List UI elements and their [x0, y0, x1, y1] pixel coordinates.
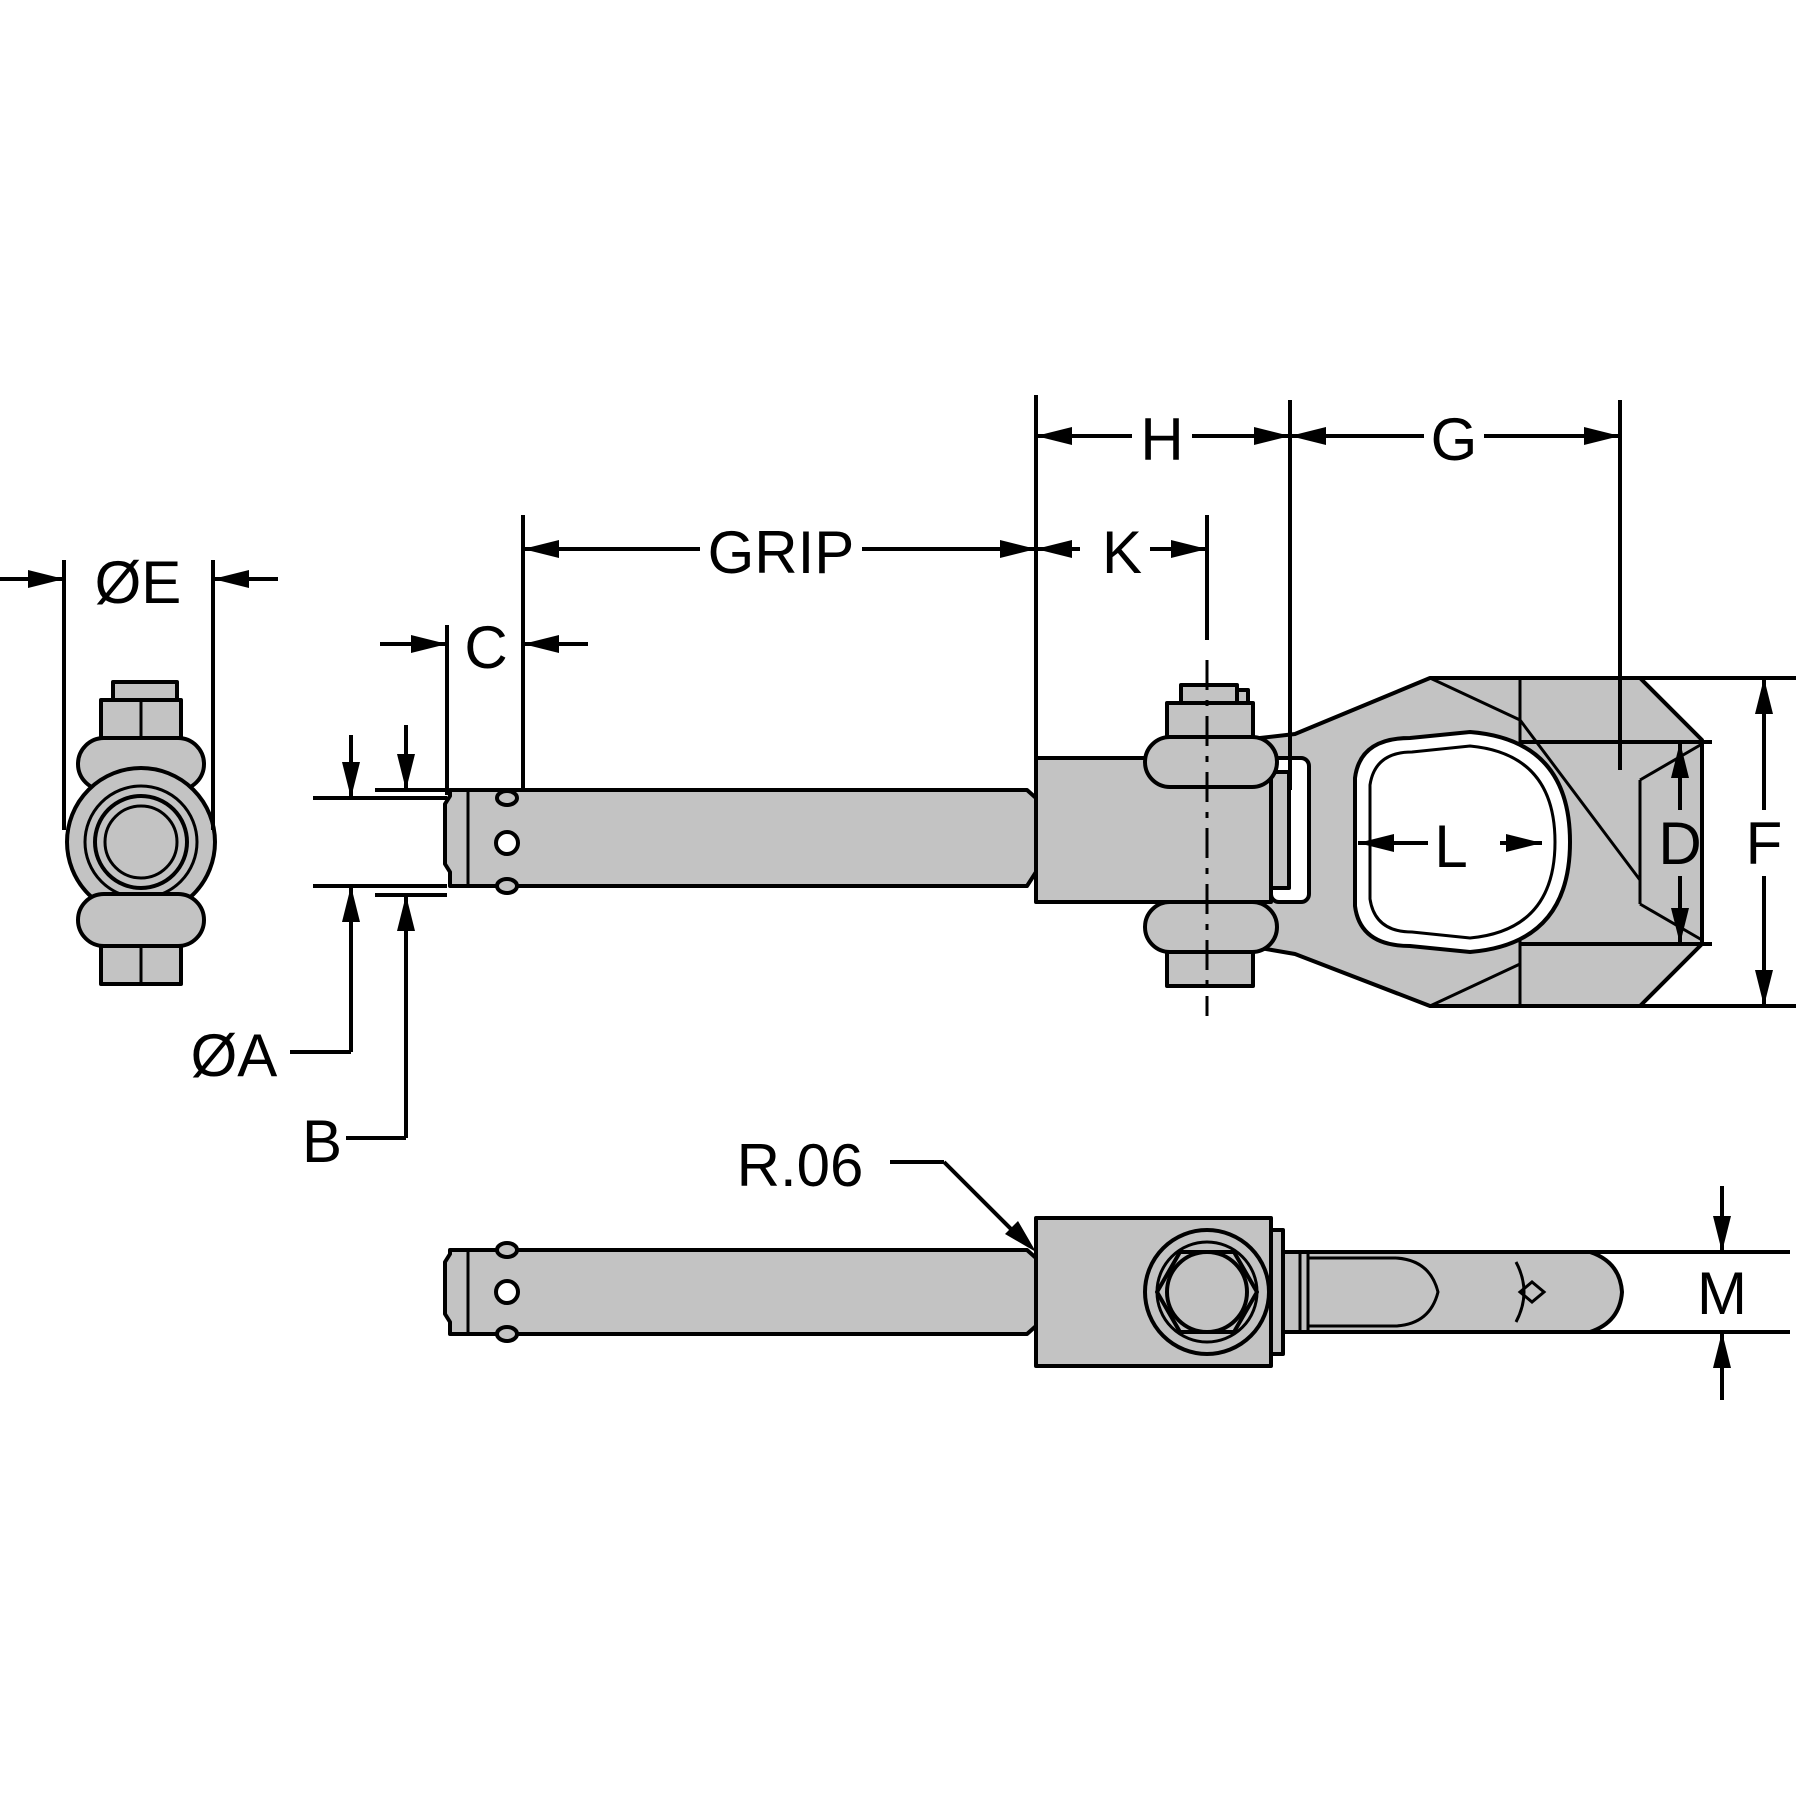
front-view-top-washer	[1143, 735, 1279, 789]
dim-label-dia-a: ØA	[191, 1022, 278, 1089]
dim-label-f: F	[1746, 810, 1783, 877]
end-view-bottom-washer	[76, 892, 206, 948]
front-view-pin-hole	[494, 830, 520, 856]
end-view-bolt	[93, 794, 189, 890]
front-view-eye-opening	[1353, 729, 1573, 955]
top-view-pin-hole	[494, 1279, 520, 1305]
top-view: R.06 M	[443, 1132, 1790, 1400]
front-view-nut-cap	[1179, 683, 1239, 705]
dim-label-d: D	[1658, 810, 1701, 877]
dim-label-radius: R.06	[737, 1132, 864, 1199]
front-view-rod	[443, 788, 1038, 888]
end-view-top-nut-cap	[111, 680, 179, 702]
top-view-clevis-tongue	[1268, 1250, 1624, 1334]
dim-label-dia-e: ØE	[95, 549, 182, 616]
front-view: C GRIP K H G L	[191, 395, 1796, 1175]
front-view-top-nut	[1165, 701, 1255, 739]
top-view-rod	[443, 1248, 1038, 1336]
top-view-bolt	[1165, 1250, 1249, 1334]
end-view: ØE	[0, 549, 278, 986]
front-view-bottom-washer	[1143, 900, 1279, 954]
dim-label-grip: GRIP	[708, 519, 855, 586]
dim-label-c: C	[464, 614, 507, 681]
dim-label-m: M	[1697, 1260, 1747, 1327]
dim-label-h: H	[1140, 406, 1183, 473]
front-view-bottom-nut	[1165, 950, 1255, 988]
dim-label-g: G	[1431, 406, 1478, 473]
dim-label-k: K	[1102, 519, 1142, 586]
dim-label-b: B	[302, 1108, 342, 1175]
dim-label-l: L	[1434, 813, 1467, 880]
